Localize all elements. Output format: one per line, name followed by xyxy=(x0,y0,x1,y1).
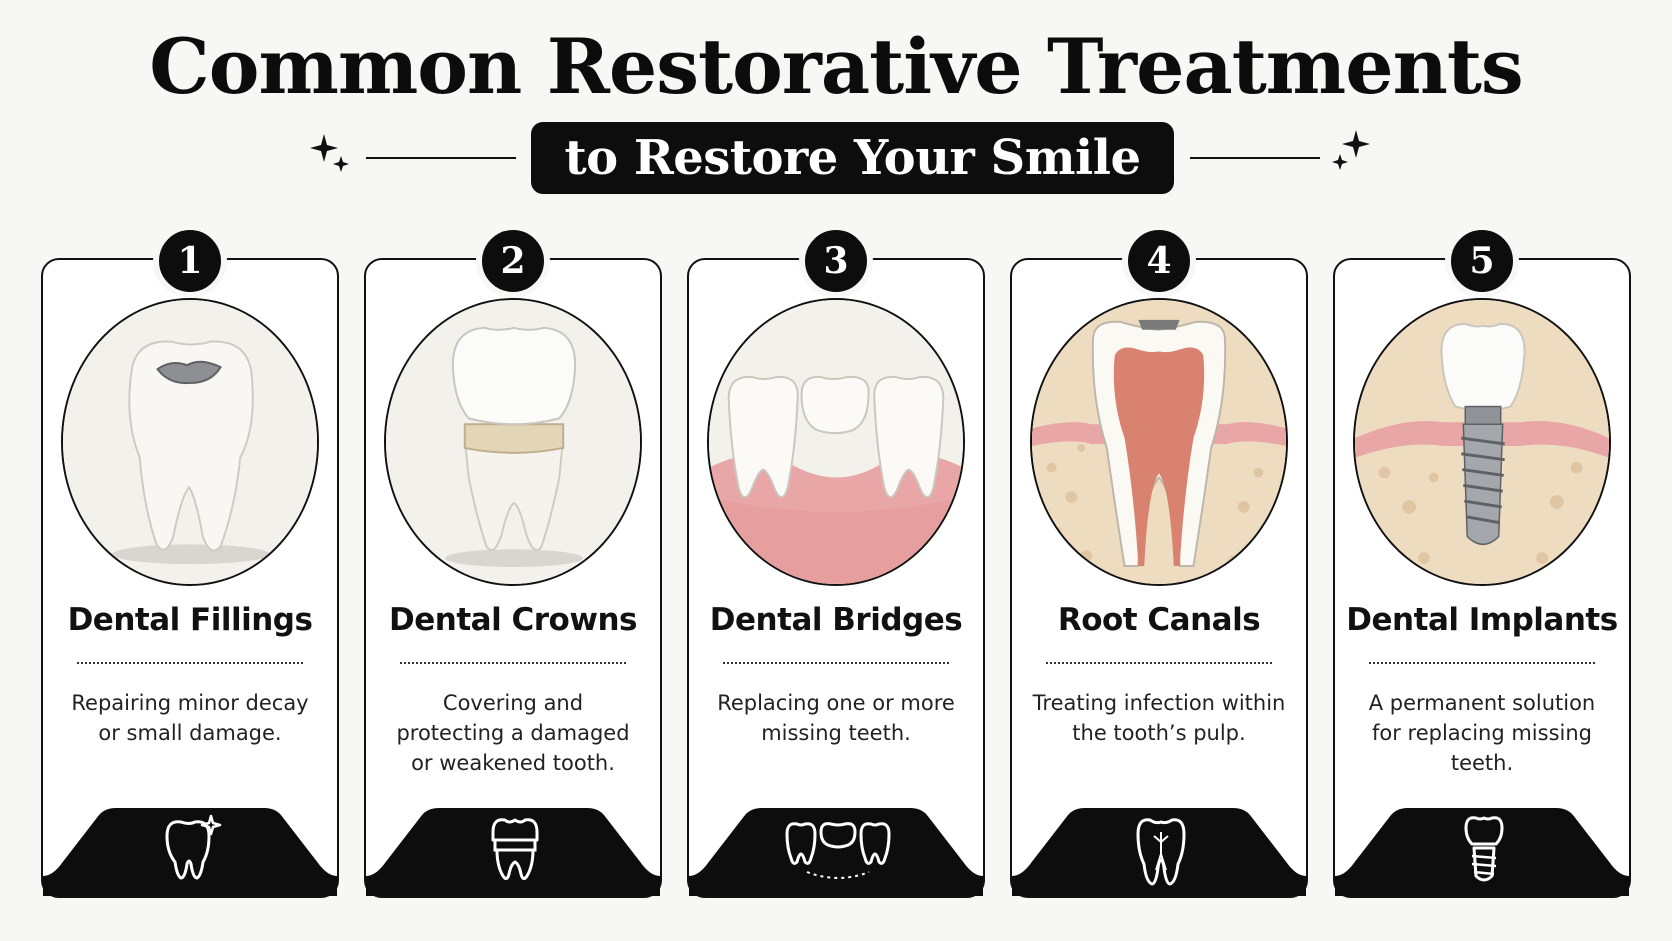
card-description: A permanent solution for replacing missi… xyxy=(1368,691,1596,775)
sparkle-right-icon xyxy=(1332,130,1370,170)
root-canal-illustration xyxy=(1030,298,1288,586)
card-description: Covering and protecting a damaged or wea… xyxy=(396,691,630,775)
card-footer xyxy=(1335,806,1629,896)
card-title: Dental Bridges xyxy=(709,602,963,638)
crown-icon xyxy=(491,818,539,881)
card-footer xyxy=(366,806,660,896)
step-number-badge: 3 xyxy=(799,224,873,298)
bridge-icon xyxy=(785,822,891,879)
subtitle-row: to Restore Your Smile xyxy=(0,122,1672,194)
card-description: Treating infection within the tooth’s pu… xyxy=(1032,691,1286,745)
card-description: Repairing minor decay or small damage. xyxy=(71,691,309,745)
card-footer xyxy=(1012,806,1306,896)
subtitle-pill: to Restore Your Smile xyxy=(531,122,1174,194)
card-title: Dental Crowns xyxy=(389,602,637,638)
step-number-badge: 5 xyxy=(1445,224,1519,298)
card-footer xyxy=(43,806,337,896)
step-number-badge: 4 xyxy=(1122,224,1196,298)
sparkle-left-icon xyxy=(310,134,349,172)
step-number-badge: 1 xyxy=(153,224,227,298)
step-number-badge: 2 xyxy=(476,224,550,298)
card-description: Replacing one or more missing teeth. xyxy=(717,691,955,745)
subtitle-line-left xyxy=(366,157,516,159)
card-root-canals: 4 Root Canals Treating infection within … xyxy=(1010,224,1308,898)
card-title: Root Canals xyxy=(1057,602,1261,638)
card-dental-crowns: 2 Dental Crowns Covering and protecting … xyxy=(364,224,662,898)
card-title: Dental Implants xyxy=(1346,602,1618,638)
subtitle-line-right xyxy=(1190,157,1320,159)
filled-tooth-illustration xyxy=(61,298,319,586)
card-title: Dental Fillings xyxy=(67,602,313,638)
crowned-tooth-illustration xyxy=(384,298,642,586)
root-canal-icon xyxy=(1136,818,1186,886)
implant-illustration xyxy=(1353,298,1611,586)
card-dental-fillings: 1 Dental Fillings Repairing minor decay … xyxy=(41,224,339,898)
card-dental-implants: 5 Dental Implants A permanent solution f… xyxy=(1333,224,1631,898)
dotted-divider xyxy=(77,662,303,664)
implant-icon xyxy=(1464,816,1504,882)
tooth-sparkle-icon xyxy=(165,814,222,880)
dotted-divider xyxy=(400,662,626,664)
dotted-divider xyxy=(1046,662,1272,664)
card-dental-bridges: 3 Dental Bridges Replacing one or more m… xyxy=(687,224,985,898)
dotted-divider xyxy=(1369,662,1595,664)
dotted-divider xyxy=(723,662,949,664)
card-footer xyxy=(689,806,983,896)
page-title: Common Restorative Treatments xyxy=(149,22,1523,111)
bridge-illustration xyxy=(707,298,965,586)
